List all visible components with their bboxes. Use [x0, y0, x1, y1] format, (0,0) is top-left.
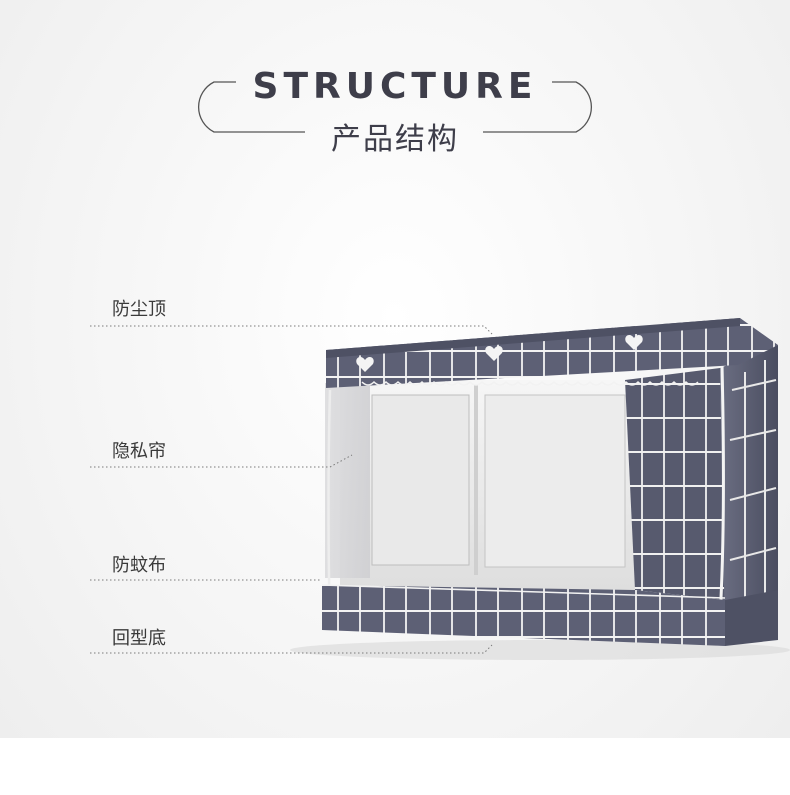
title-frame: [198, 81, 592, 133]
product-structure-panel: STRUCTURE 产品结构: [90, 66, 790, 660]
callout-label-base: 回型底: [112, 628, 166, 649]
title-english: STRUCTURE: [252, 66, 538, 107]
callout-label-privacy-curtain: 隐私帘: [112, 441, 166, 462]
callout-label-dust-top: 防尘顶: [112, 299, 166, 320]
callout-label-mosquito-net: 防蚊布: [112, 555, 166, 576]
title-chinese: 产品结构: [331, 122, 459, 157]
callout-leader-lines: [90, 325, 493, 654]
bottom-band: [0, 738, 790, 795]
bed-tent-illustration: [290, 318, 790, 660]
